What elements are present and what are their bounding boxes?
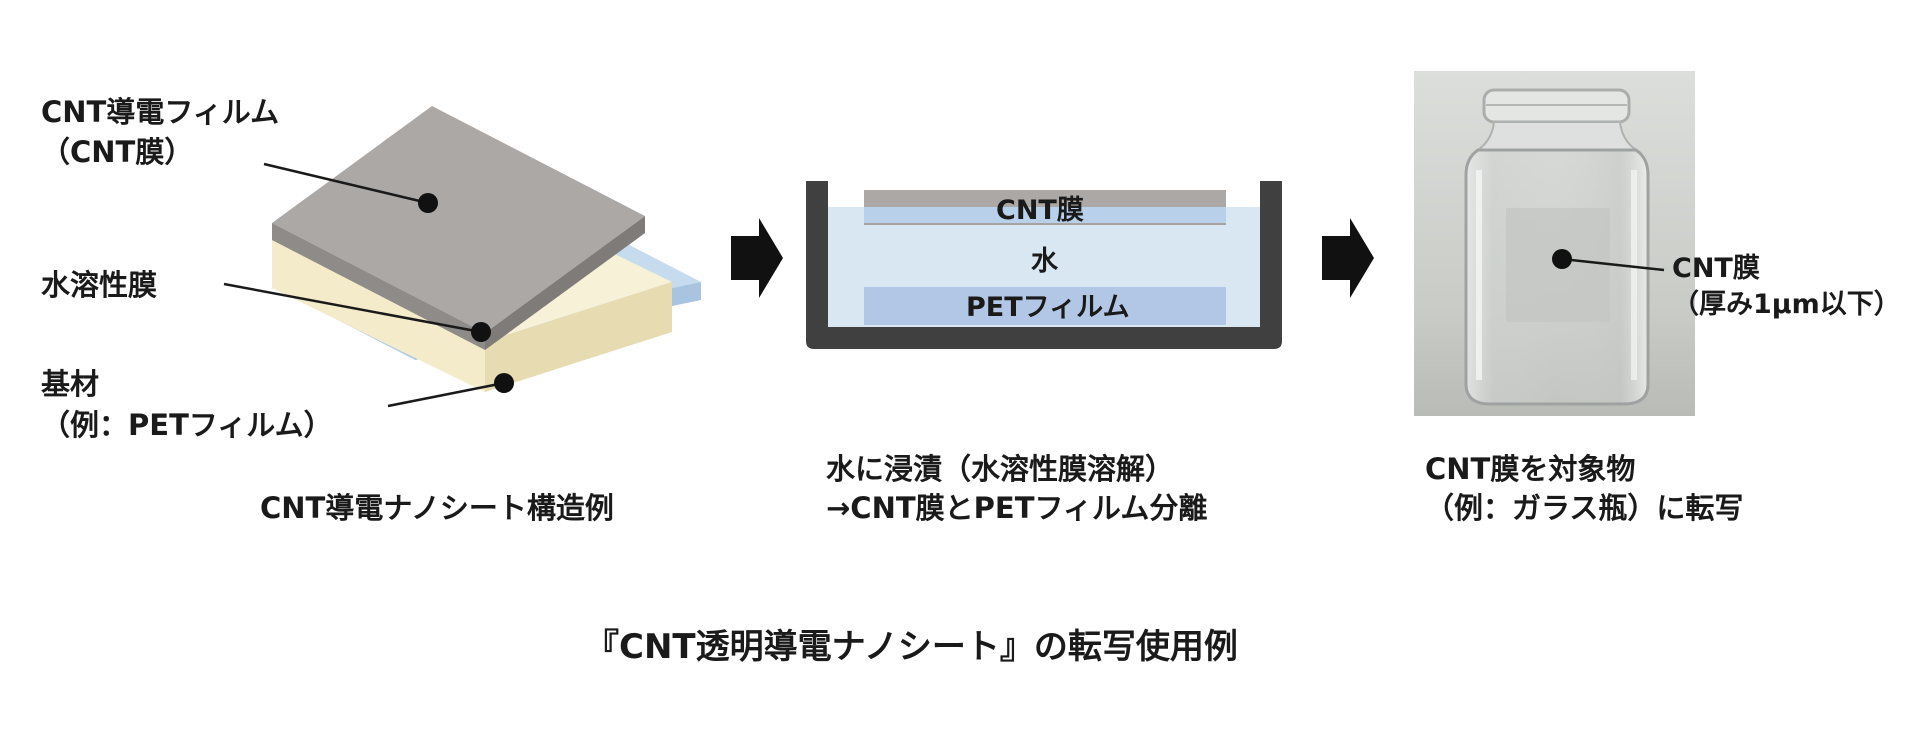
- leader-line-jar-cnt: [1561, 257, 1665, 272]
- cnt-film-front: [272, 223, 485, 350]
- bath-label-water: 水: [1031, 246, 1058, 277]
- arrow-right-icon-2: [1322, 218, 1374, 298]
- tank: [806, 181, 1282, 349]
- arrow-right-icon: [731, 218, 783, 298]
- label-substrate-example: （例：PETフィルム）: [41, 408, 333, 442]
- water-soluble-layer-side: [485, 282, 672, 392]
- leader-dot-water-soluble: [471, 322, 491, 342]
- caption-transfer-line1: CNT膜を対象物: [1425, 452, 1636, 486]
- leader-line-cnt-film: [263, 162, 429, 205]
- label-substrate: 基材: [41, 367, 100, 401]
- leader-dot-jar-cnt: [1552, 249, 1572, 269]
- leader-line-substrate: [387, 381, 505, 408]
- glass-jar-photo: [1414, 71, 1695, 416]
- jar-label-thickness: （厚み1μm以下）: [1672, 289, 1901, 320]
- water-soluble-layer-front: [272, 238, 485, 392]
- caption-immersion-line2: →CNT膜とPETフィルム分離: [826, 491, 1208, 525]
- label-cnt-film-paren: （CNT膜）: [41, 135, 194, 169]
- leader-dot-substrate: [494, 373, 514, 393]
- cnt-film-side: [485, 216, 645, 350]
- water-bath-illustration: [806, 181, 1282, 349]
- caption-transfer-line2: （例：ガラス瓶）に転写: [1425, 491, 1744, 525]
- cnt-film-top: [272, 106, 645, 333]
- bath-cnt-film: [864, 190, 1226, 207]
- label-cnt-film: CNT導電フィルム: [41, 95, 280, 129]
- caption-structure: CNT導電ナノシート構造例: [260, 491, 614, 525]
- label-water-soluble: 水溶性膜: [41, 268, 158, 302]
- caption-immersion-line1: 水に浸漬（水溶性膜溶解）: [826, 452, 1175, 486]
- bath-label-pet: PETフィルム: [966, 292, 1130, 323]
- layer-stack-illustration: [223, 106, 701, 408]
- leader-line-water-soluble: [223, 282, 482, 334]
- footer-title: 『CNT透明導電ナノシート』の転写使用例: [585, 627, 1238, 667]
- bath-label-cnt: CNT膜: [996, 195, 1084, 226]
- bath-pet-film: [864, 287, 1226, 325]
- jar-label-cnt: CNT膜: [1672, 253, 1760, 284]
- leader-dot-cnt-film: [418, 193, 438, 213]
- bath-cnt-film-under: [864, 207, 1226, 224]
